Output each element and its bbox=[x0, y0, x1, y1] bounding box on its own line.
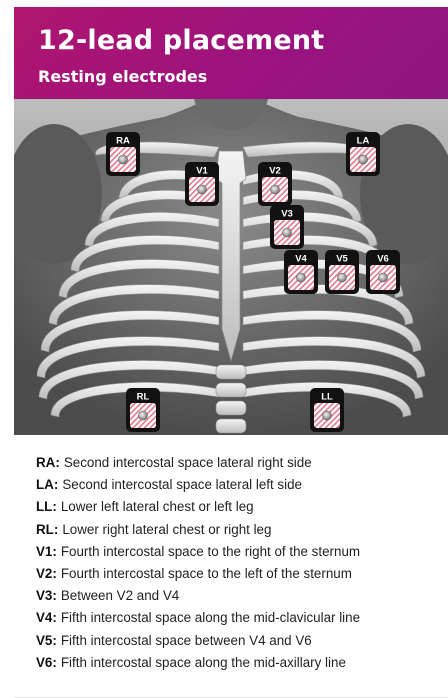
electrode-stud-icon bbox=[338, 273, 347, 282]
electrode-label: LA bbox=[357, 136, 370, 147]
legend-item: V1: Fourth intercostal space to the right… bbox=[36, 541, 446, 563]
electrode-v5: V5 bbox=[325, 250, 359, 294]
legend-item: V3: Between V2 and V4 bbox=[36, 585, 446, 607]
legend-item: V6: Fifth intercostal space along the mid… bbox=[36, 652, 446, 674]
legend-key: RL: bbox=[36, 522, 58, 537]
electrode-stud-icon bbox=[359, 155, 368, 164]
legend-text: Fifth intercostal space along the mid-cl… bbox=[61, 610, 360, 625]
electrode-label: V5 bbox=[336, 254, 348, 265]
vertebra bbox=[216, 419, 246, 433]
electrode-label: RA bbox=[116, 136, 130, 147]
electrode-label: V6 bbox=[377, 254, 389, 265]
legend-text: Second intercostal space lateral right s… bbox=[64, 455, 312, 470]
electrode-label: V1 bbox=[196, 166, 208, 177]
electrode-stud-icon bbox=[271, 185, 280, 194]
legend-item: V5: Fifth intercostal space between V4 an… bbox=[36, 630, 446, 652]
legend-text: Between V2 and V4 bbox=[61, 588, 179, 603]
legend-item: V2: Fourth intercostal space to the left … bbox=[36, 563, 446, 585]
legend-item: V4: Fifth intercostal space along the mid… bbox=[36, 607, 446, 629]
legend-text: Fourth intercostal space to the right of… bbox=[61, 544, 360, 559]
legend-key: LA: bbox=[36, 477, 58, 492]
electrode-stud-icon bbox=[297, 273, 306, 282]
electrode-label: LL bbox=[321, 392, 333, 403]
legend-key: LL: bbox=[36, 499, 57, 514]
electrode-v3: V3 bbox=[270, 205, 304, 249]
legend-key: V1: bbox=[36, 544, 57, 559]
electrode-v4: V4 bbox=[284, 250, 318, 294]
legend-key: V4: bbox=[36, 610, 57, 625]
electrode-legend: RA: Second intercostal space lateral righ… bbox=[36, 452, 446, 674]
legend-item: LA: Second intercostal space lateral left… bbox=[36, 474, 446, 496]
vertebra bbox=[216, 365, 246, 379]
legend-item: LL: Lower left lateral chest or left leg bbox=[36, 496, 446, 518]
page-subtitle: Resting electrodes bbox=[38, 67, 207, 86]
electrode-stud-icon bbox=[139, 411, 148, 420]
electrode-label: V3 bbox=[281, 209, 293, 220]
electrode-stud-icon bbox=[323, 411, 332, 420]
electrode-label: V4 bbox=[295, 254, 307, 265]
electrode-stud-icon bbox=[198, 185, 207, 194]
legend-text: Lower right lateral chest or right leg bbox=[62, 522, 271, 537]
page-title: 12-lead placement bbox=[38, 25, 324, 56]
legend-key: V2: bbox=[36, 566, 57, 581]
vertebra bbox=[216, 383, 246, 397]
electrode-label: V2 bbox=[269, 166, 281, 177]
electrode-stud-icon bbox=[379, 273, 388, 282]
electrode-v2: V2 bbox=[258, 162, 292, 206]
electrode-rl: RL bbox=[126, 388, 160, 432]
electrode-stud-icon bbox=[283, 228, 292, 237]
electrode-v1: V1 bbox=[185, 162, 219, 206]
electrode-ll: LL bbox=[310, 388, 344, 432]
legend-key: V5: bbox=[36, 633, 57, 648]
legend-item: RA: Second intercostal space lateral righ… bbox=[36, 452, 446, 474]
electrode-label: RL bbox=[137, 392, 150, 403]
legend-key: V6: bbox=[36, 655, 57, 670]
electrode-la: LA bbox=[346, 132, 380, 176]
legend-key: V3: bbox=[36, 588, 57, 603]
legend-text: Fifth intercostal space between V4 and V… bbox=[61, 633, 312, 648]
legend-key: RA: bbox=[36, 455, 60, 470]
electrode-stud-icon bbox=[119, 155, 128, 164]
electrode-v6: V6 bbox=[366, 250, 400, 294]
legend-item: RL: Lower right lateral chest or right le… bbox=[36, 519, 446, 541]
legend-text: Lower left lateral chest or left leg bbox=[61, 499, 254, 514]
legend-text: Second intercostal space lateral left si… bbox=[62, 477, 302, 492]
legend-text: Fifth intercostal space along the mid-ax… bbox=[61, 655, 346, 670]
legend-text: Fourth intercostal space to the left of … bbox=[61, 566, 352, 581]
electrode-ra: RA bbox=[106, 132, 140, 176]
vertebra bbox=[216, 401, 246, 415]
header-banner: 12-lead placement Resting electrodes bbox=[14, 7, 448, 99]
